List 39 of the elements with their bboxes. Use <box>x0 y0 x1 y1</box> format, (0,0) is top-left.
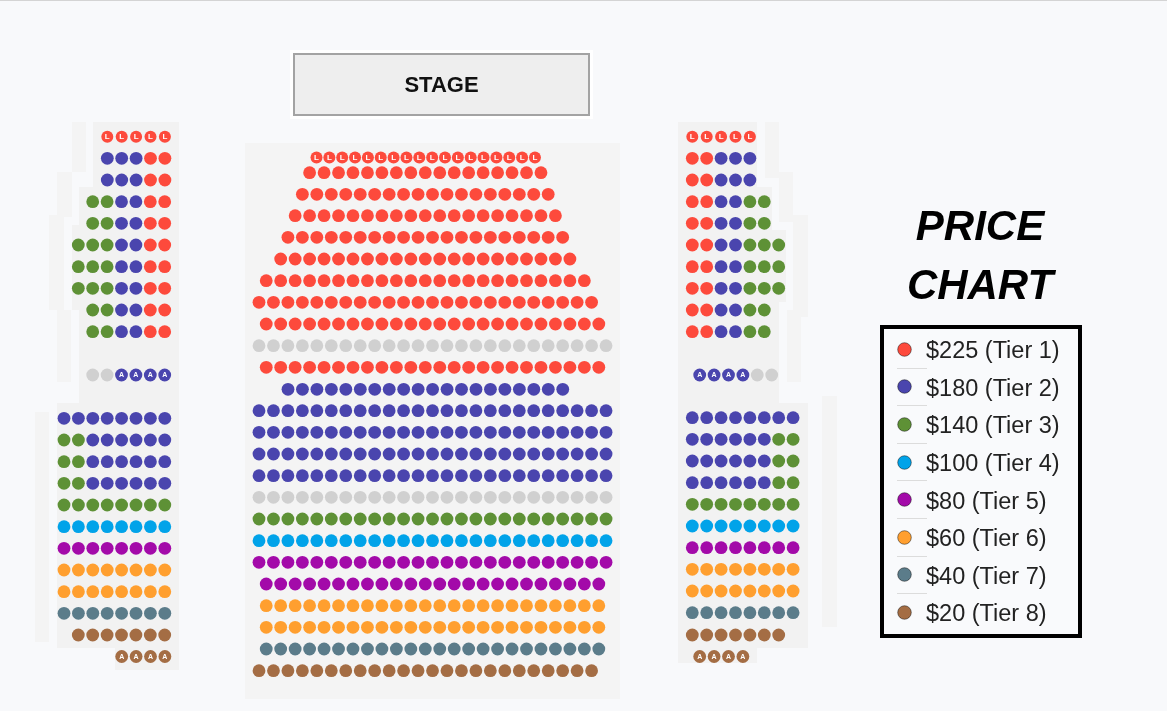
seat-letter: L <box>703 131 711 142</box>
legend-label: $180 (Tier 2) <box>926 374 1060 402</box>
seat-letter: L <box>467 152 475 163</box>
legend-label: $40 (Tier 7) <box>926 562 1047 590</box>
seat-letter: L <box>717 131 725 142</box>
seat-letter: L <box>428 152 436 163</box>
seat-letter: L <box>377 152 385 163</box>
seat-letter: L <box>518 152 526 163</box>
seat-letter: L <box>454 152 462 163</box>
seat-letter: L <box>325 152 333 163</box>
seat-letter: L <box>480 152 487 163</box>
seat-letter: L <box>688 131 696 142</box>
seat-letter: L <box>103 131 111 142</box>
seat-letter: L <box>313 152 320 163</box>
seat-letter: L <box>390 152 398 163</box>
seat-letter: L <box>147 131 154 142</box>
seat-letter: L <box>403 152 410 163</box>
stage-box <box>293 53 590 116</box>
seat-letter: L <box>732 131 739 142</box>
legend-title: PRICE CHART <box>905 201 1057 310</box>
seat-letter: L <box>364 152 372 163</box>
seat-letter: L <box>161 131 169 142</box>
seat-letter: L <box>746 131 754 142</box>
seat-letter: L <box>531 152 539 163</box>
legend-label: $80 (Tier 5) <box>926 487 1047 515</box>
stage-label: STAGE <box>404 71 479 98</box>
seat-letter: L <box>118 131 126 142</box>
seat-letter: L <box>132 131 140 142</box>
legend-label: $225 (Tier 1) <box>926 337 1060 365</box>
seat-letter: L <box>338 152 346 163</box>
legend-label: $20 (Tier 8) <box>926 600 1047 628</box>
seat-letter: L <box>415 152 423 163</box>
legend-label: $100 (Tier 4) <box>926 450 1060 478</box>
seat-letter: L <box>351 152 359 163</box>
seat-letter: L <box>505 152 513 163</box>
legend-label: $140 (Tier 3) <box>926 412 1060 440</box>
seat-letter: L <box>492 152 500 163</box>
legend-label: $60 (Tier 6) <box>926 525 1047 553</box>
seat-letter: L <box>441 152 449 163</box>
